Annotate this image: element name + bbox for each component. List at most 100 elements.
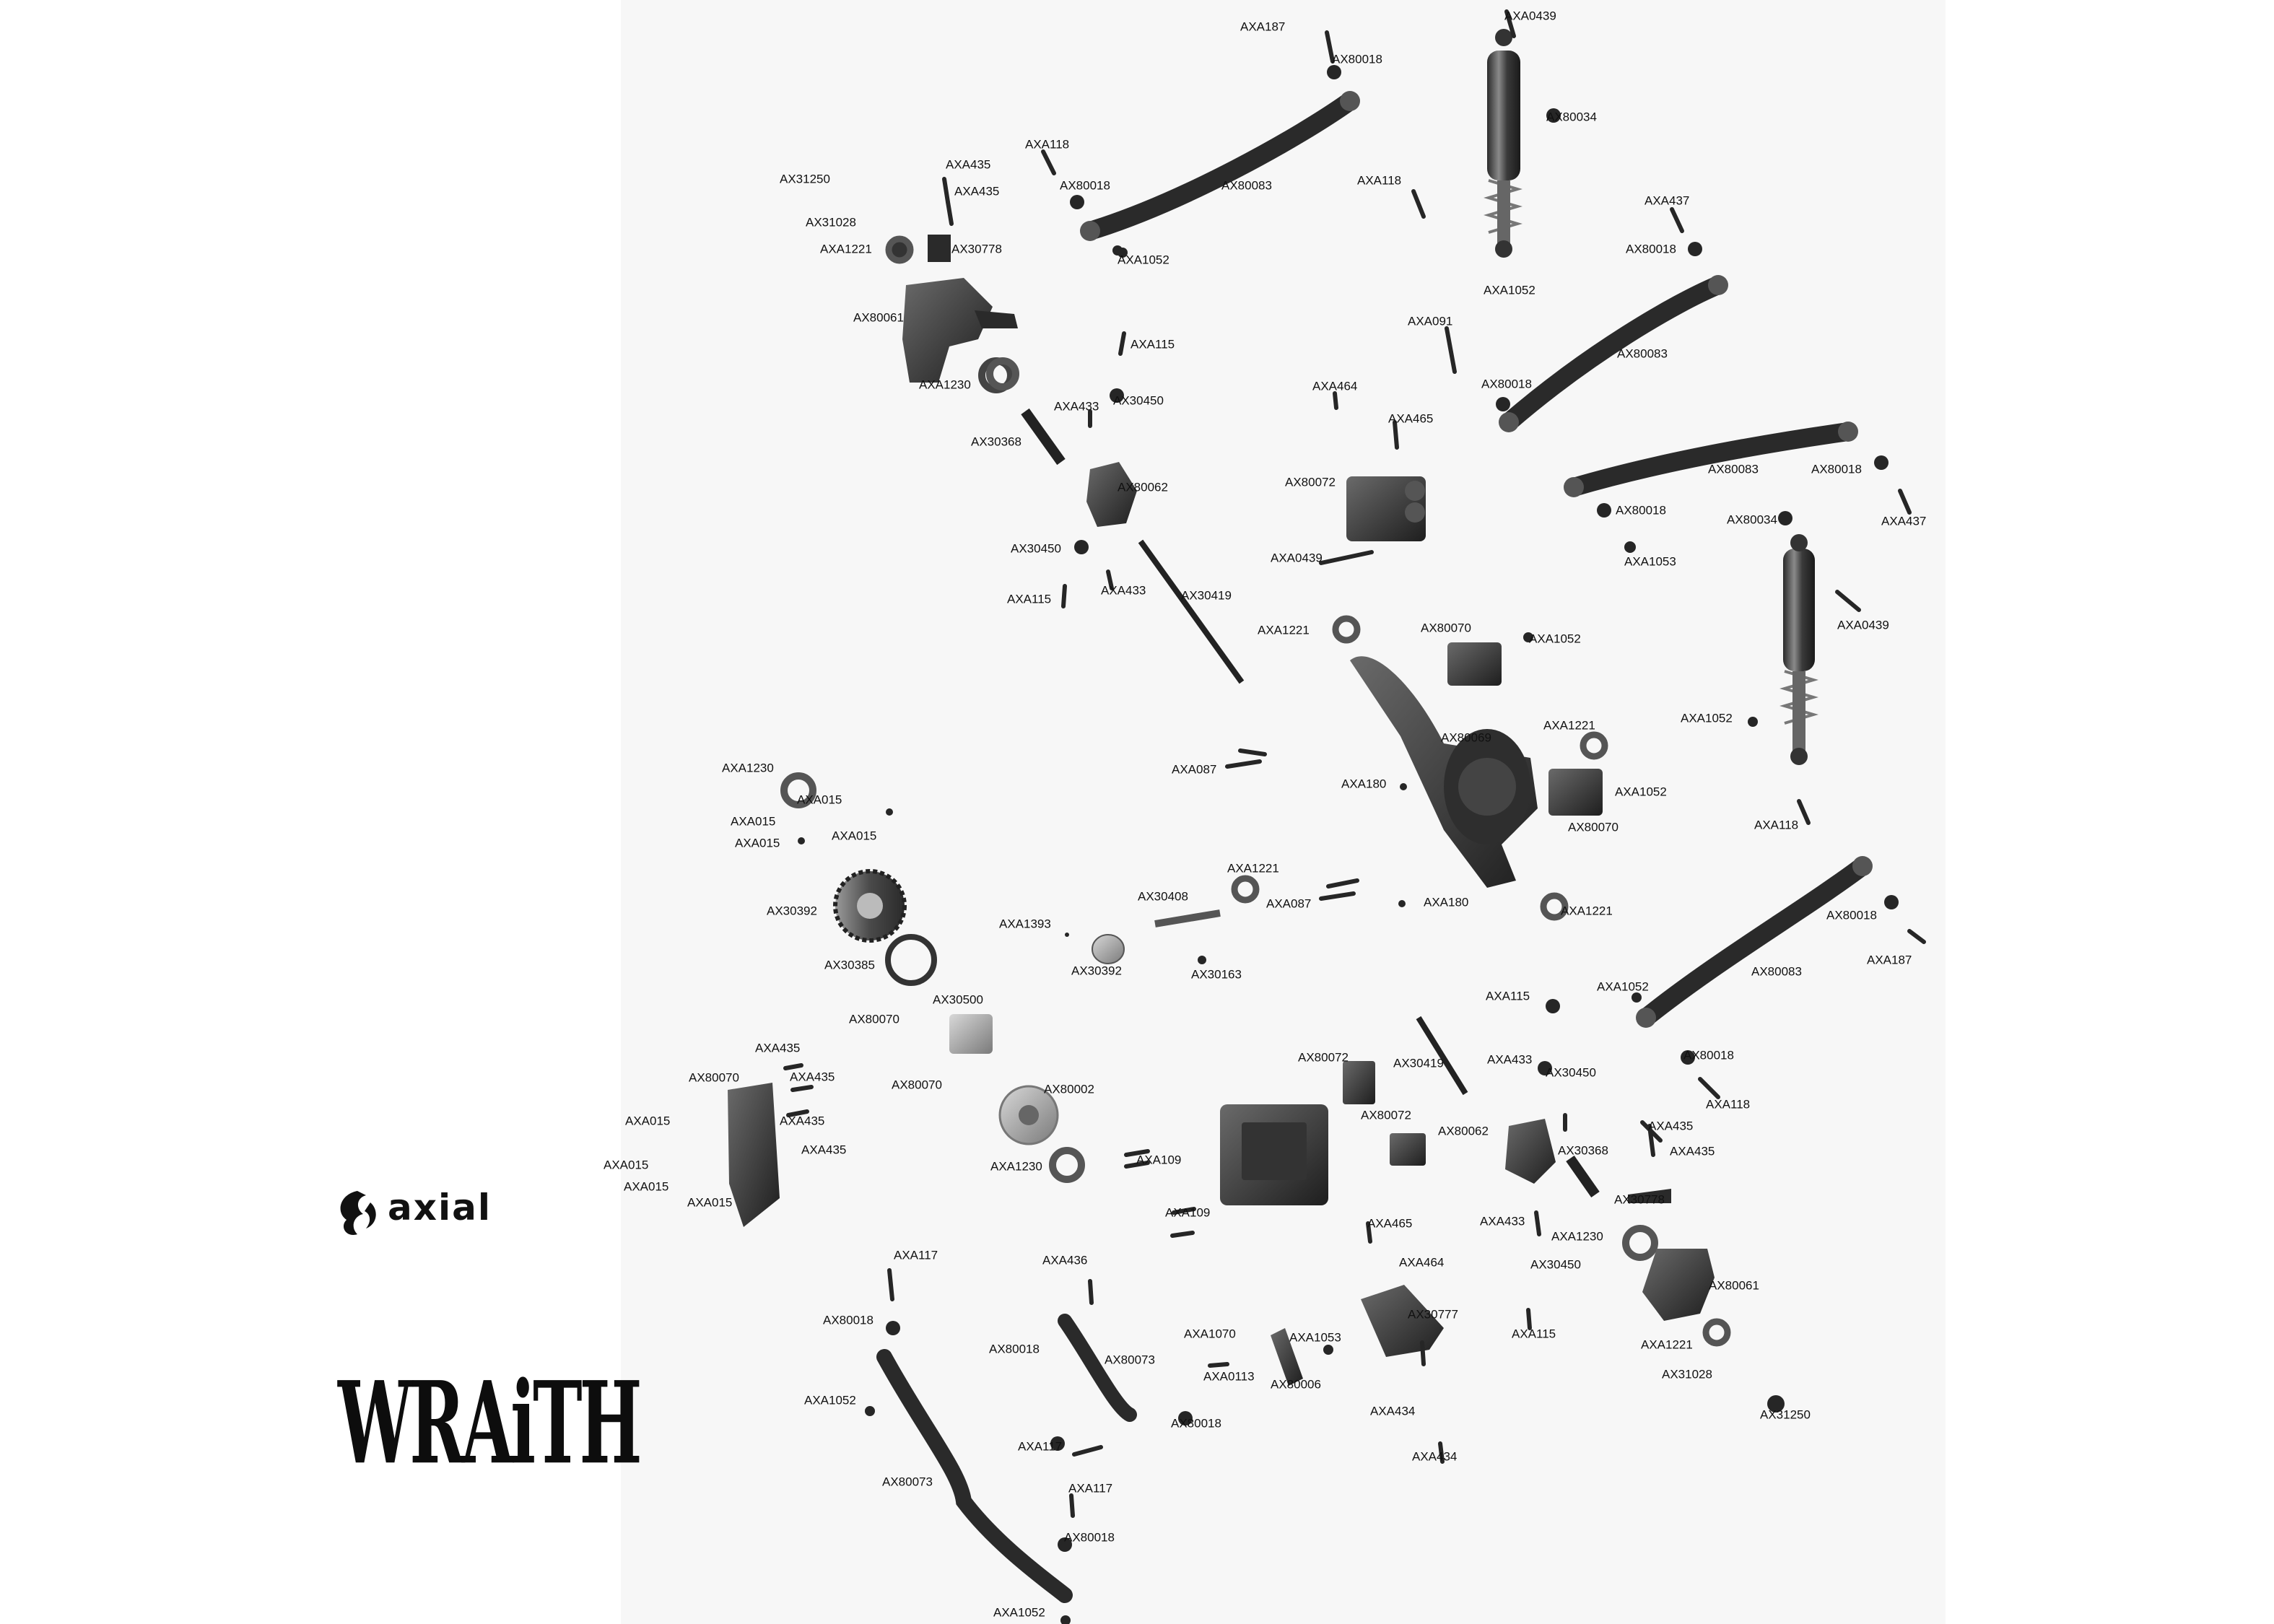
part-number-label: AX80002 xyxy=(1044,1082,1094,1096)
part-number-label: AX80061 xyxy=(1709,1278,1759,1293)
part-number-label: AX31250 xyxy=(1760,1407,1811,1422)
part-number-label: AXA180 xyxy=(1341,777,1387,791)
part-number-label: AX30419 xyxy=(1181,588,1232,603)
part-number-label: AXA115 xyxy=(1007,592,1052,606)
part-number-label: AX80018 xyxy=(1826,908,1877,922)
servo-mount xyxy=(1343,1061,1426,1166)
part-number-label: AX80062 xyxy=(1118,480,1168,494)
part-number-label: AXA118 xyxy=(1025,137,1070,152)
part-number-label: AXA187 xyxy=(1867,953,1912,967)
part-number-label: AX80073 xyxy=(1105,1353,1155,1367)
part-number-label: AXA434 xyxy=(1412,1449,1458,1464)
part-number-label: AX30450 xyxy=(1546,1065,1596,1080)
part-number-label: AXA433 xyxy=(1480,1214,1525,1228)
part-number-label: AX80018 xyxy=(1481,377,1532,391)
axial-logo: axial xyxy=(328,1184,531,1241)
axial-logo-icon xyxy=(340,1191,376,1235)
part-number-label: AX80061 xyxy=(853,310,904,325)
part-number-label: AXA015 xyxy=(625,1114,671,1128)
part-number-label: AX31250 xyxy=(780,172,830,186)
part-number-label: AXA117 xyxy=(1068,1481,1113,1496)
diff-cover xyxy=(728,1083,780,1227)
part-number-label: AXA091 xyxy=(1408,314,1453,328)
part-number-label: AXA015 xyxy=(687,1195,733,1210)
part-number-label: AXA464 xyxy=(1399,1255,1445,1270)
part-number-label: AXA015 xyxy=(832,829,877,843)
part-number-label: AXA1052 xyxy=(1529,632,1581,646)
part-number-label: AXA015 xyxy=(735,836,780,850)
wraith-logo-icon: WRAiTH xyxy=(338,1357,642,1490)
part-number-label: AXA115 xyxy=(1512,1327,1556,1341)
part-number-label: AXA0113 xyxy=(1203,1369,1255,1384)
part-number-label: AX30419 xyxy=(1393,1056,1444,1070)
part-number-label: AX31028 xyxy=(806,215,856,230)
part-number-label: AXA1052 xyxy=(1484,283,1535,297)
part-number-label: AX30778 xyxy=(951,242,1002,256)
axial-logo-text: axial xyxy=(388,1187,492,1228)
part-number-label: AX80018 xyxy=(1064,1530,1115,1545)
part-number-label: AXA1230 xyxy=(919,377,971,392)
part-number-label: AXA115 xyxy=(1131,337,1175,352)
steering-link-short xyxy=(1058,1314,1137,1422)
part-number-label: AX30368 xyxy=(1558,1143,1608,1158)
part-number-label: AXA087 xyxy=(1172,762,1217,777)
hardware-screws xyxy=(783,9,1926,1624)
part-number-label: AXA087 xyxy=(1266,896,1312,911)
part-number-label: AXA015 xyxy=(604,1158,649,1172)
part-number-label: AX30163 xyxy=(1191,967,1242,982)
part-number-label: AXA180 xyxy=(1424,895,1469,909)
part-number-label: AXA117 xyxy=(894,1248,938,1262)
part-number-label: AX30500 xyxy=(933,992,983,1007)
bearing-group xyxy=(780,235,1731,1347)
part-number-label: AX80070 xyxy=(849,1012,899,1026)
part-number-label: AXA1070 xyxy=(1184,1327,1236,1341)
part-number-label: AXA435 xyxy=(954,184,1000,198)
c-hub-right xyxy=(1505,1119,1556,1184)
part-number-label: AX31028 xyxy=(1662,1367,1712,1381)
part-number-label: AXA1230 xyxy=(722,761,774,775)
part-number-label: AXA1221 xyxy=(1258,623,1310,637)
part-number-label: AX80018 xyxy=(1811,462,1862,476)
part-number-label: AX80070 xyxy=(892,1078,942,1092)
part-number-label: AXA465 xyxy=(1367,1216,1413,1231)
part-number-label: AX80034 xyxy=(1546,110,1597,124)
part-number-label: AX80018 xyxy=(823,1313,874,1327)
part-number-label: AXA187 xyxy=(1240,19,1286,34)
pinion-gear xyxy=(1092,934,1125,964)
part-number-label: AXA1053 xyxy=(1624,554,1676,569)
part-number-label: AXA0439 xyxy=(1271,551,1323,565)
part-number-label: AXA015 xyxy=(624,1179,669,1194)
part-number-label: AXA435 xyxy=(946,157,991,172)
part-number-label: AX30392 xyxy=(1071,964,1122,978)
part-number-label: AXA1052 xyxy=(1118,253,1169,267)
part-number-label: AXA435 xyxy=(1670,1144,1715,1158)
pinion-shaft xyxy=(1154,909,1221,927)
part-number-label: AX80062 xyxy=(1438,1124,1489,1138)
shock-absorber-right xyxy=(1779,534,1818,765)
c-hub-left xyxy=(1086,462,1137,527)
part-number-label: AXA433 xyxy=(1101,583,1146,598)
axle-shaft-left xyxy=(1021,408,1245,684)
part-number-label: AXA1053 xyxy=(1289,1330,1341,1345)
part-number-label: AXA434 xyxy=(1370,1404,1416,1418)
part-number-label: AXA465 xyxy=(1388,411,1434,426)
part-number-label: AXA015 xyxy=(797,793,842,807)
part-number-label: AXA437 xyxy=(1881,514,1927,528)
steering-knuckle-left xyxy=(887,235,1018,393)
part-number-label: AXA118 xyxy=(1706,1097,1751,1112)
part-number-label: AXA1221 xyxy=(1641,1337,1693,1352)
part-number-label: AXA435 xyxy=(755,1041,801,1055)
part-number-label: AX80073 xyxy=(882,1475,933,1489)
part-number-label: AXA433 xyxy=(1487,1052,1533,1067)
part-number-label: AX80018 xyxy=(1683,1048,1734,1062)
part-number-label: AXA1230 xyxy=(990,1159,1042,1174)
part-number-label: AXA1052 xyxy=(1615,785,1667,799)
part-number-label: AXA433 xyxy=(1054,399,1099,414)
part-number-label: AXA435 xyxy=(780,1114,825,1128)
part-number-label: AX80006 xyxy=(1271,1377,1321,1392)
part-number-label: AXA1230 xyxy=(1551,1229,1603,1244)
part-number-label: AXA117 xyxy=(1018,1439,1063,1454)
steering-knuckle-right xyxy=(1628,1189,1715,1321)
